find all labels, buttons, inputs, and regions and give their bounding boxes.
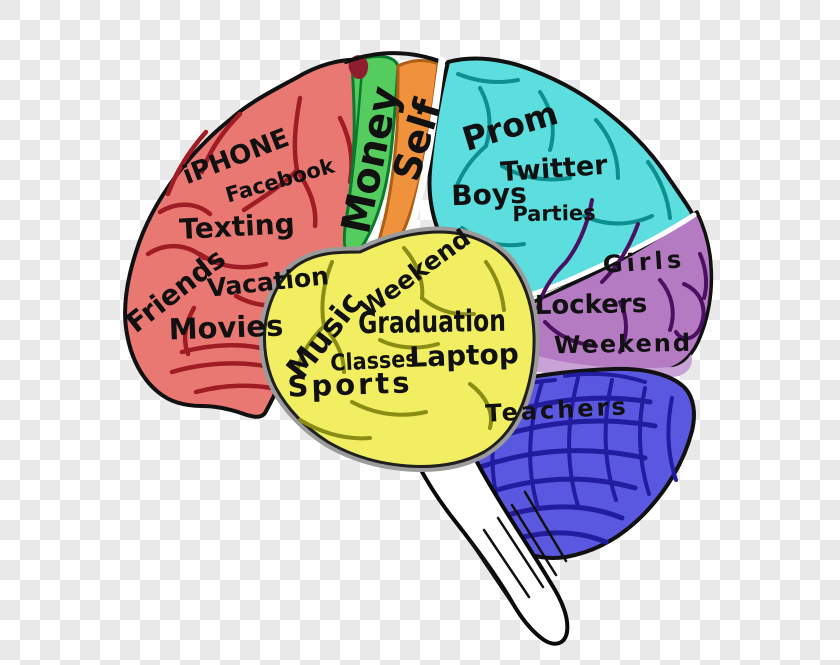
cerebellum-texture-long (449, 395, 658, 551)
label-graduation: Graduation (357, 303, 507, 342)
label-movies: Movies (168, 308, 284, 347)
school-lobe-region (262, 230, 536, 468)
label-lockers: Lockers (534, 289, 648, 321)
label-girls: Girls (601, 245, 687, 279)
brain-stem-striations (468, 490, 568, 607)
label-sports: Sports (286, 365, 414, 404)
relationships-torn-edge (523, 212, 697, 299)
torn-gap-left (399, 56, 446, 254)
label-weekend-right: Weekend (553, 328, 693, 360)
top-outline (344, 51, 446, 65)
school-lobe-group (258, 226, 540, 472)
label-teachers: Teachers (484, 392, 630, 428)
label-parties: Parties (512, 200, 596, 227)
label-laptop: Laptop (408, 337, 520, 374)
money-strip-vein (344, 68, 364, 226)
label-texting: Texting (178, 207, 296, 246)
frontal-sulci (145, 95, 354, 395)
relationships-sulci (536, 198, 709, 354)
school-sulci (296, 246, 506, 441)
